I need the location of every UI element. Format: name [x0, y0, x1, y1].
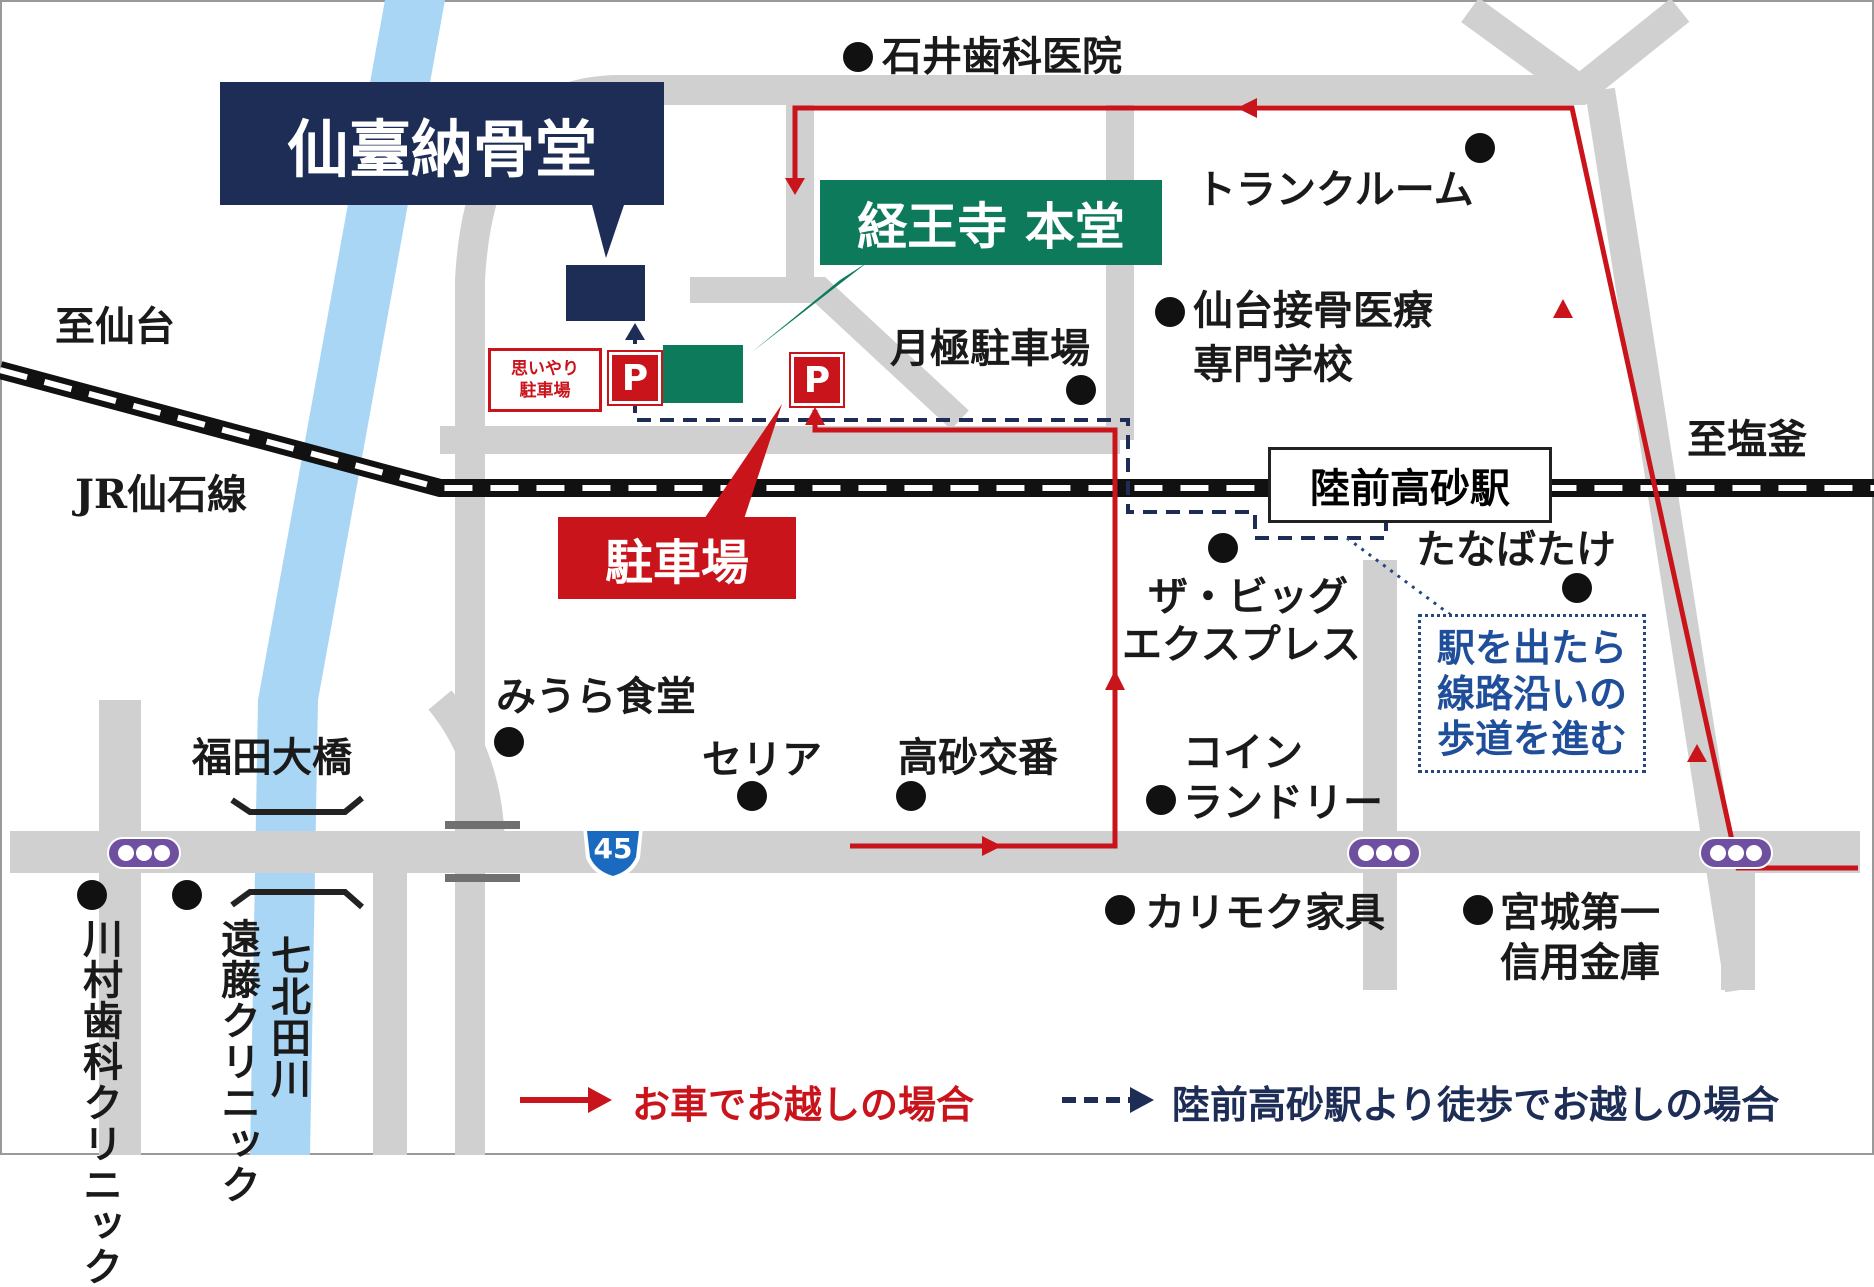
- dot-karimoku: [1105, 895, 1135, 925]
- road-curve: [428, 690, 505, 853]
- omoiyari-parking-sign: 思いやり 駐車場: [488, 348, 602, 412]
- label-kawamura-dental: 川村歯科クリニック: [76, 918, 123, 1287]
- label-miyagi-bank-1: 宮城第一: [1500, 889, 1660, 936]
- road-temple-bend: [690, 277, 969, 430]
- label-fukuda-bridge: 福田大橋: [192, 734, 352, 781]
- label-sendai-bone-school-2: 専門学校: [1193, 341, 1353, 388]
- dot-the-big: [1208, 533, 1238, 563]
- station-name: 陸前高砂駅: [1310, 465, 1510, 512]
- dot-tanabatake: [1562, 573, 1592, 603]
- route-45-number: 45: [593, 832, 633, 865]
- station-rikuzen-takasago: 陸前高砂駅: [1268, 447, 1552, 523]
- label-the-big-2: エクスプレス: [1122, 621, 1361, 668]
- callout-parking-text: 駐車場: [604, 535, 749, 591]
- dot-endo-clinic: [172, 880, 202, 910]
- label-seria: セリア: [702, 736, 822, 783]
- walking-note: 駅を出たら 線路沿いの 歩道を進む: [1418, 614, 1647, 773]
- legend-car: お車でお越しの場合: [632, 1082, 975, 1127]
- walking-note-line1: 駅を出たら: [1437, 625, 1628, 670]
- dot-monthly-parking: [1066, 375, 1096, 405]
- dot-seria: [737, 781, 767, 811]
- dot-ishii-dental: [843, 42, 873, 72]
- label-coin-laundry-1: コイン: [1183, 729, 1303, 776]
- label-miura-shokudo: みうら食堂: [496, 673, 696, 720]
- kyooji-building: [663, 345, 743, 403]
- dot-trunk-room: [1465, 133, 1495, 163]
- label-monthly-parking: 月極駐車場: [890, 325, 1090, 372]
- label-endo-clinic: 遠藤クリニック: [214, 918, 261, 1205]
- callout-nokotsudo: 仙臺納骨堂: [220, 82, 664, 205]
- label-trunk-room: トランクルーム: [1196, 166, 1474, 213]
- label-to-sendai: 至仙台: [55, 303, 175, 350]
- label-karimoku: カリモク家具: [1145, 889, 1385, 936]
- label-tanabatake: たなばたけ: [1416, 526, 1616, 573]
- road-top-right: [1461, 0, 1589, 103]
- walking-note-line3: 歩道を進む: [1437, 716, 1628, 762]
- label-miyagi-bank-2: 信用金庫: [1500, 939, 1660, 986]
- label-nanakita-river: 七北田川: [264, 935, 311, 1099]
- parking-p-left: P: [607, 350, 663, 406]
- label-to-shiogama: 至塩釜: [1687, 416, 1807, 463]
- route-45-sign: [583, 827, 643, 880]
- dot-sendai-bone-school: [1155, 297, 1185, 327]
- walk-route: [633, 330, 1388, 540]
- label-ishii-dental: 石井歯科医院: [882, 33, 1122, 80]
- label-the-big-1: ザ・ビッグ: [1148, 573, 1348, 620]
- parking-p-right: P: [789, 352, 845, 408]
- label-jr-line: JR仙石線: [75, 471, 248, 518]
- dot-miura-shokudo: [494, 727, 524, 757]
- callout-parking: 駐車場: [558, 517, 796, 599]
- omoiyari-line2: 駐車場: [519, 381, 571, 401]
- dot-takasago-koban: [896, 781, 926, 811]
- label-coin-laundry-2: ランドリー: [1183, 779, 1383, 826]
- callout-kyooji: 経王寺 本堂: [820, 180, 1162, 265]
- omoiyari-line1: 思いやり: [511, 358, 579, 379]
- callout-nokotsudo-text: 仙臺納骨堂: [286, 112, 597, 186]
- dot-coin-laundry: [1146, 785, 1176, 815]
- callout-kyooji-text: 経王寺 本堂: [857, 197, 1125, 256]
- legend-walk: 陸前高砂駅より徒歩でお越しの場合: [1172, 1082, 1780, 1127]
- label-sendai-bone-school-1: 仙台接骨医療: [1193, 287, 1433, 334]
- walking-note-line2: 線路沿いの: [1437, 670, 1628, 716]
- dot-kawamura-dental: [77, 880, 107, 910]
- nokotsudo-building: [566, 265, 645, 321]
- label-takasago-koban: 高砂交番: [898, 734, 1058, 781]
- dot-miyagi-bank: [1463, 895, 1493, 925]
